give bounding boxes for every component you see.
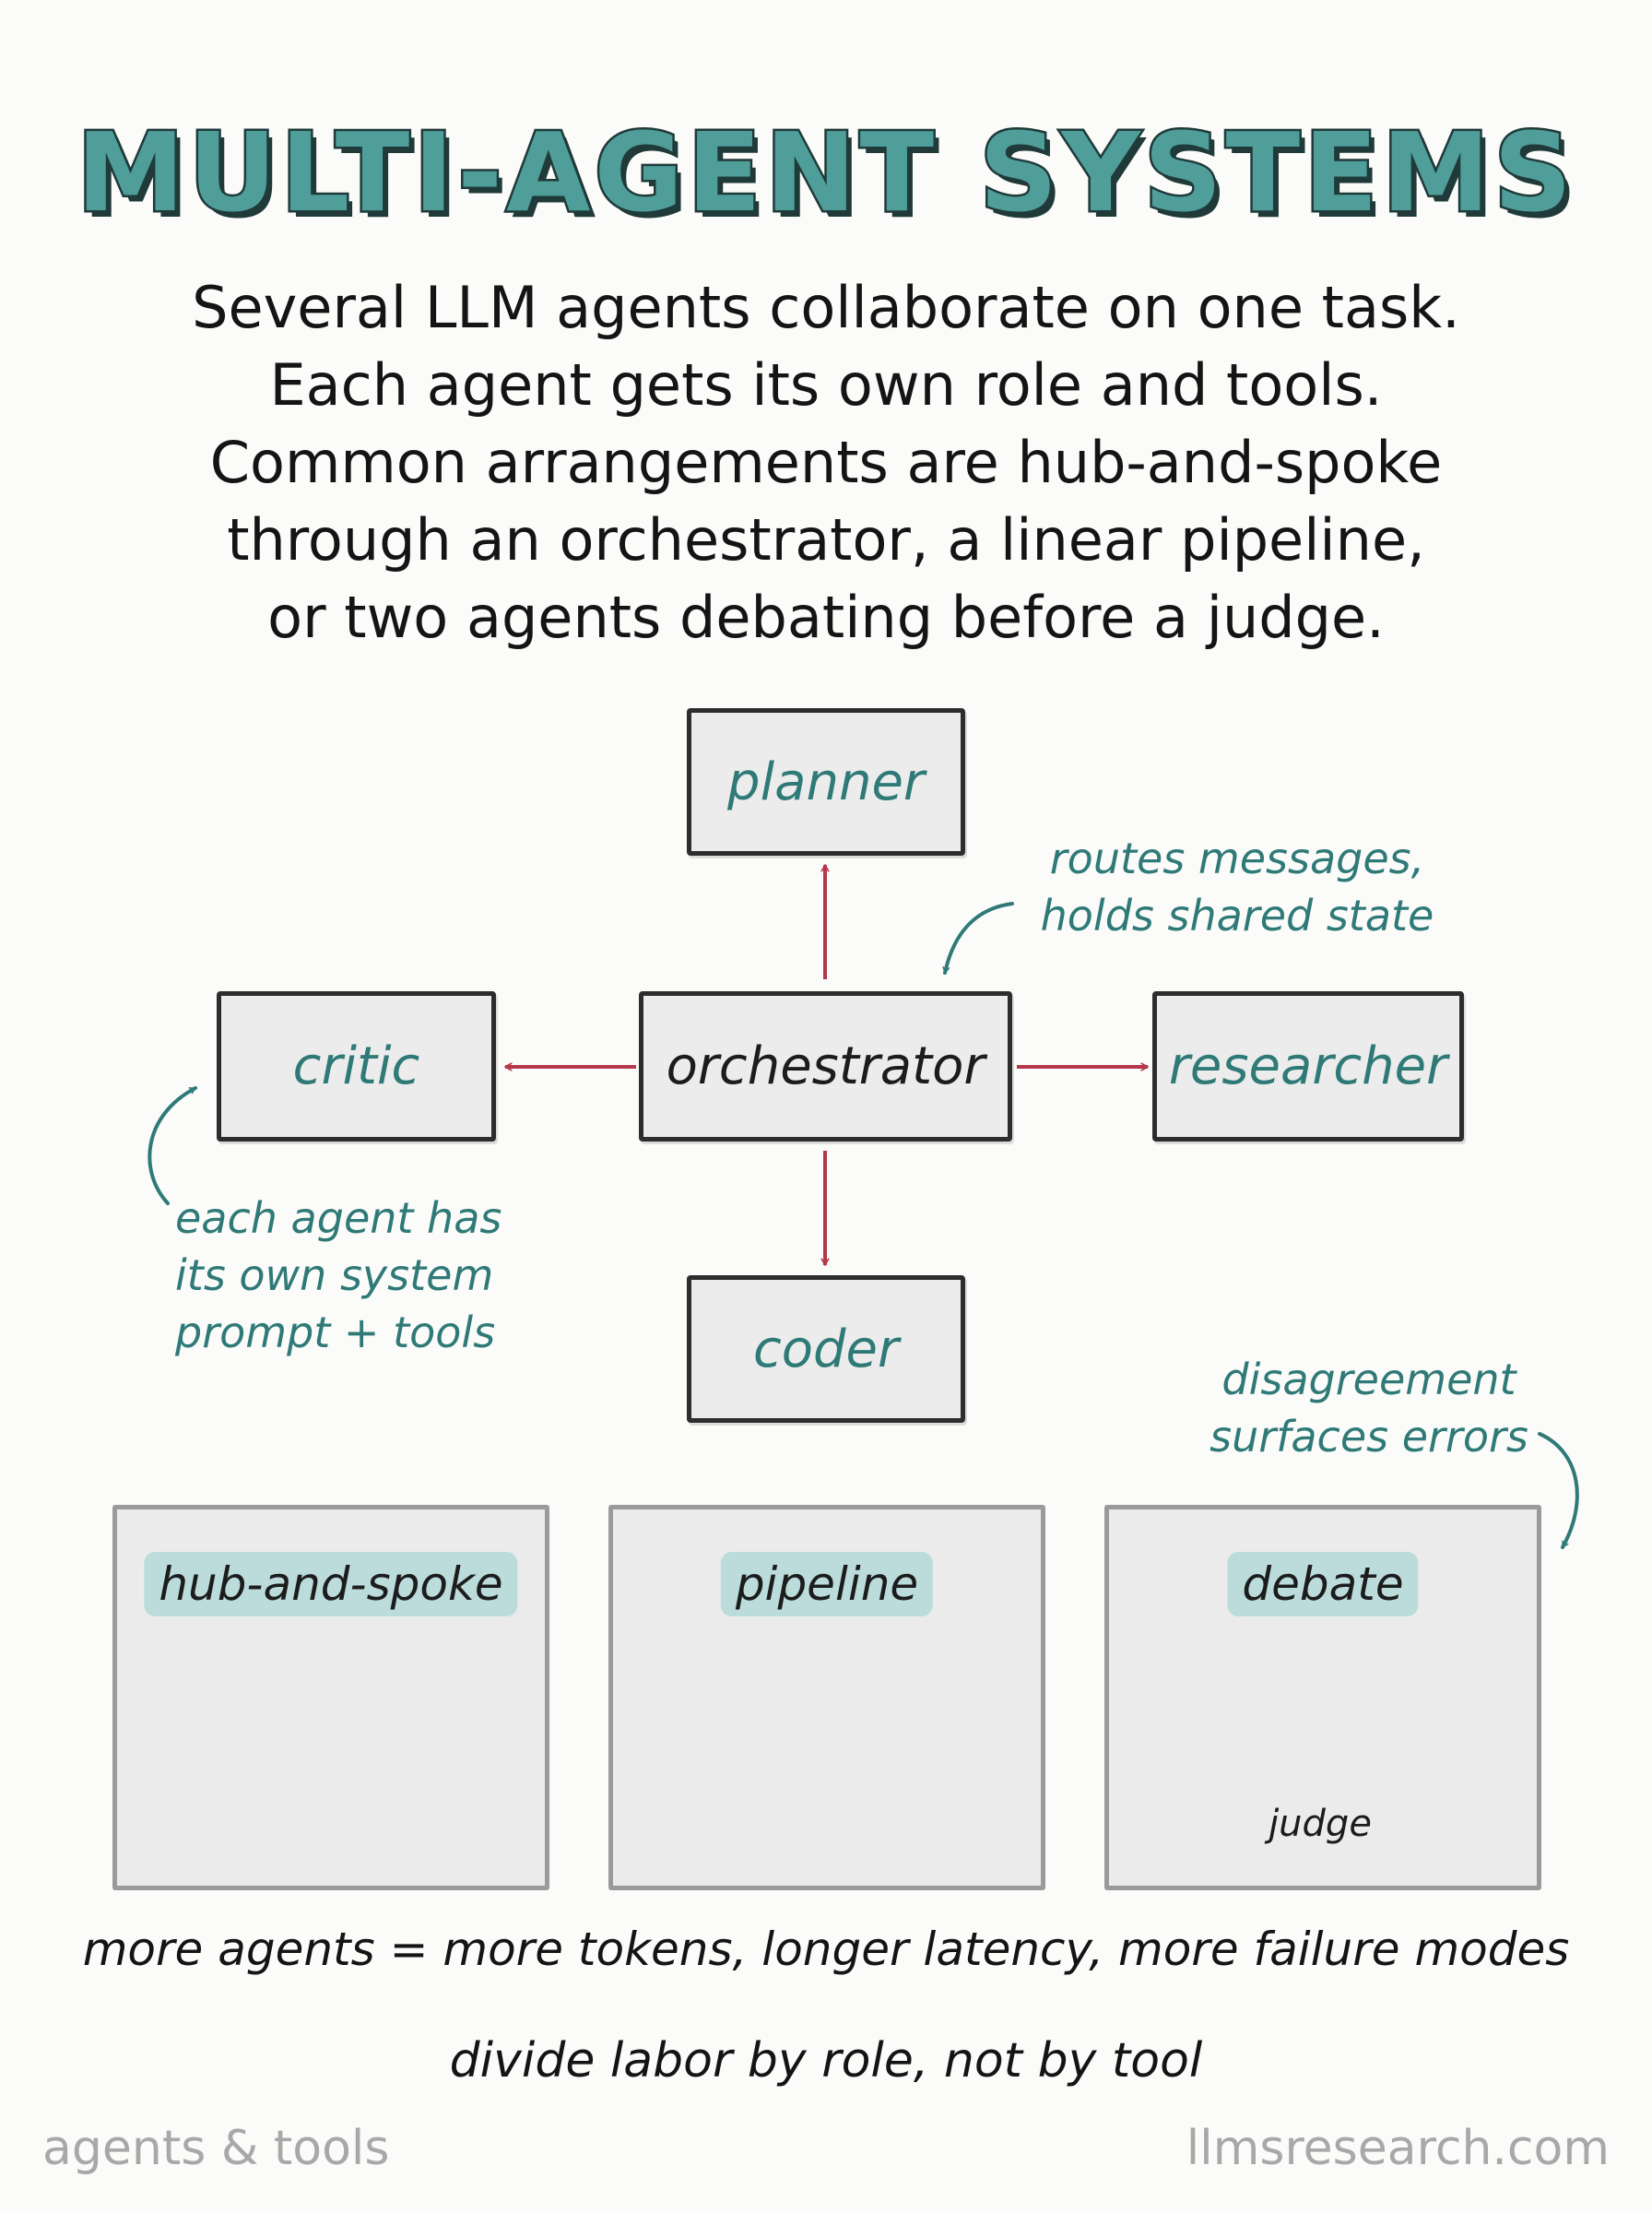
note-line: each agent has: [175, 1193, 502, 1243]
disagreement-note: disagreement surfaces errors: [1189, 1351, 1549, 1465]
note-line: prompt + tools: [175, 1308, 496, 1357]
arrow-disagreement-note: [1538, 1432, 1579, 1549]
tradeoff-statement: more agents = more tokens, longer latenc…: [82, 1923, 1570, 1976]
intro-line: through an orchestrator, a linear pipeli…: [227, 506, 1425, 574]
intro-line: or two agents debating before a judge.: [267, 584, 1385, 651]
note-line: surfaces errors: [1210, 1412, 1528, 1462]
intro-line: Several LLM agents collaborate on one ta…: [192, 274, 1460, 341]
debate-label: debate: [1227, 1552, 1419, 1616]
hub-and-spoke-panel: hub-and-spoke: [112, 1505, 549, 1890]
note-line: routes messages,: [1049, 834, 1425, 883]
topic-label: agents & tools: [42, 2121, 390, 2176]
note-line: its own system: [175, 1250, 494, 1300]
coder-box: coder: [687, 1275, 965, 1423]
intro-line: Common arrangements are hub-and-spoke: [209, 429, 1443, 496]
advice-statement: divide labor by role, not by tool: [449, 2033, 1203, 2089]
critic-box: critic: [217, 991, 496, 1142]
judge-label: judge: [1268, 1803, 1372, 1845]
note-line: holds shared state: [1040, 891, 1434, 941]
researcher-box: researcher: [1152, 991, 1464, 1142]
note-line: disagreement: [1221, 1355, 1516, 1404]
site-credit: llmsresearch.com: [1186, 2121, 1610, 2176]
agents-note: each agent has its own system prompt + t…: [175, 1189, 502, 1361]
intro-paragraph: Several LLM agents collaborate on one ta…: [0, 269, 1652, 657]
page-title: MULTI-AGENT SYSTEMS: [74, 107, 1576, 239]
orchestrator-box: orchestrator: [639, 991, 1012, 1142]
debate-panel: debate: [1104, 1505, 1541, 1890]
arrow-agents-note: [148, 1086, 197, 1205]
planner-box: planner: [687, 708, 965, 856]
routes-note: routes messages, holds shared state: [1025, 830, 1449, 944]
intro-line: Each agent gets its own role and tools.: [269, 351, 1383, 419]
pipeline-panel: pipeline: [608, 1505, 1045, 1890]
pipeline-label: pipeline: [720, 1552, 934, 1616]
arrow-routes-note: [945, 902, 1014, 975]
hub-and-spoke-label: hub-and-spoke: [144, 1552, 518, 1616]
